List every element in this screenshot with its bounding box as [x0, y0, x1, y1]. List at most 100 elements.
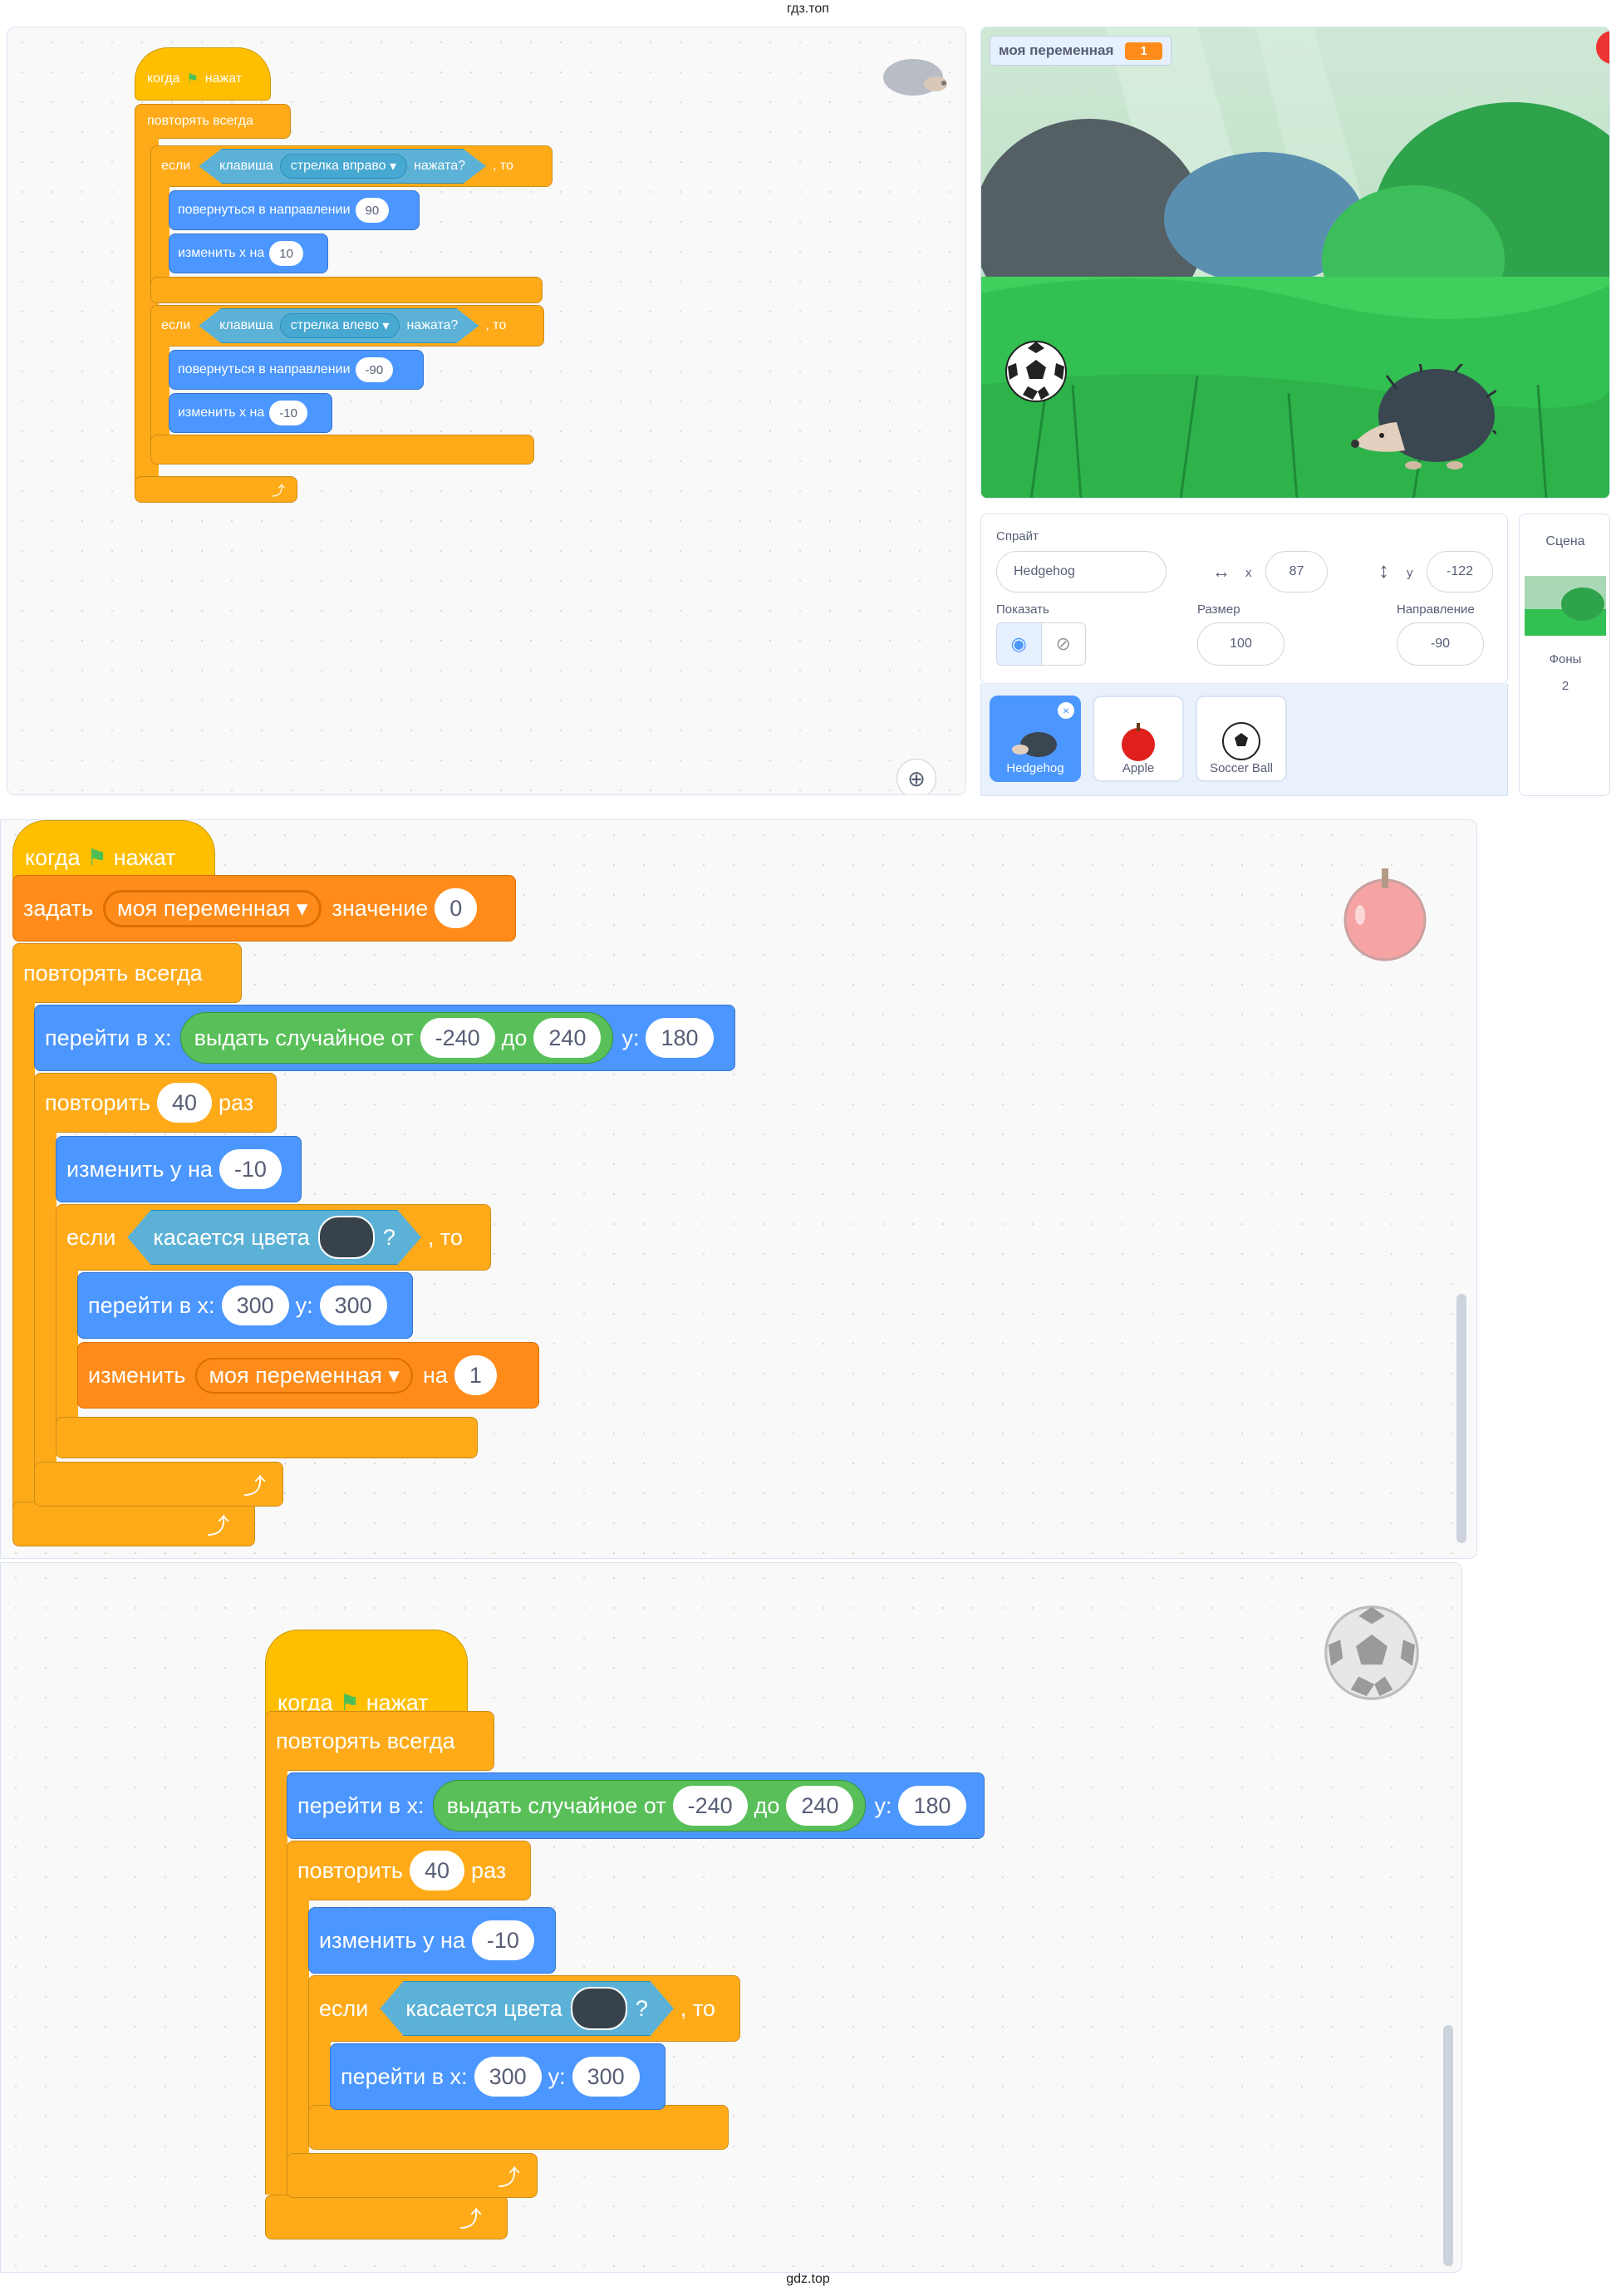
- forever-block[interactable]: повторять всегда: [265, 1711, 494, 1771]
- random-max-input[interactable]: 240: [786, 1786, 854, 1826]
- goto-random-block[interactable]: перейти в x: выдать случайное от -240 до…: [34, 1005, 735, 1071]
- code-area-hedgehog[interactable]: когда ⚑ нажат повторять всегда ⤴ если кл…: [7, 27, 966, 795]
- set-value-input[interactable]: 0: [435, 888, 478, 928]
- x-input[interactable]: 87: [1265, 551, 1328, 592]
- monitor-value: 1: [1125, 42, 1162, 60]
- repeat-count-input[interactable]: 40: [410, 1851, 465, 1890]
- size-input[interactable]: 100: [1197, 622, 1284, 666]
- variable-dropdown[interactable]: моя переменная ▾: [103, 889, 322, 927]
- repeat-label: повторить: [297, 1857, 403, 1883]
- vertical-scrollbar[interactable]: [1456, 1294, 1466, 1543]
- goto-y-input[interactable]: 180: [898, 1786, 966, 1826]
- random-min-input[interactable]: -240: [672, 1786, 748, 1826]
- delete-sprite-icon[interactable]: ×: [1058, 702, 1074, 719]
- green-flag-icon: ⚑: [86, 844, 107, 870]
- sprite-thumb-hedgehog[interactable]: Hedgehog ×: [990, 696, 1081, 782]
- watermark-top: гдз.топ: [787, 2, 829, 16]
- goto-y-input[interactable]: 180: [646, 1018, 714, 1058]
- goto-xy-block[interactable]: перейти в x: 300 y: 300: [330, 2043, 666, 2110]
- goto-y-input[interactable]: 300: [572, 2057, 640, 2097]
- if-block-left[interactable]: если клавиша стрелка влево ▾ нажата? , т…: [150, 305, 544, 347]
- random-min-input[interactable]: -240: [420, 1018, 495, 1058]
- by-label: на: [422, 1362, 448, 1388]
- variable-dropdown[interactable]: моя переменная ▾: [195, 1357, 413, 1394]
- change-y-input[interactable]: -10: [219, 1149, 282, 1189]
- if-touching-block[interactable]: если касается цвета ? , то: [56, 1204, 491, 1271]
- goto-y-label: y:: [548, 2063, 566, 2089]
- set-label: задать: [23, 895, 94, 921]
- forever-block[interactable]: повторять всегда: [12, 943, 242, 1003]
- code-area-apple[interactable]: когда ⚑ нажат задать моя переменная ▾ зн…: [0, 819, 1477, 1559]
- stop-sign-icon[interactable]: [1596, 31, 1609, 64]
- change-x-input[interactable]: -10: [269, 401, 307, 425]
- goto-xy-block[interactable]: перейти в x: 300 y: 300: [77, 1272, 413, 1339]
- point-direction-block-left[interactable]: повернуться в направлении -90: [169, 350, 424, 390]
- scene-panel[interactable]: Сцена Фоны 2: [1519, 514, 1610, 796]
- touching-color-block[interactable]: касается цвета ?: [380, 1981, 674, 2036]
- pick-random-block[interactable]: выдать случайное от -240 до 240: [179, 1012, 614, 1064]
- question-mark: ?: [635, 1995, 648, 2021]
- hide-eye-icon[interactable]: ⊘: [1040, 623, 1086, 665]
- forever-block[interactable]: повторять всегда: [135, 104, 291, 139]
- point-direction-block-right[interactable]: повернуться в направлении 90: [169, 190, 420, 230]
- when-label: когда: [25, 844, 81, 870]
- code-area-soccer-ball[interactable]: когда ⚑ нажат повторять всегда ⤴ перейти…: [0, 1562, 1462, 2273]
- goto-random-block[interactable]: перейти в x: выдать случайное от -240 до…: [287, 1772, 985, 1839]
- repeat-arm: [287, 1895, 309, 2170]
- if-block-right[interactable]: если клавиша стрелка вправо ▾ нажата? , …: [150, 145, 553, 187]
- green-flag-icon: ⚑: [339, 1689, 360, 1715]
- change-variable-block[interactable]: изменить моя переменная ▾ на 1: [77, 1342, 539, 1409]
- change-y-label: изменить у на: [319, 1927, 465, 1953]
- sprite-thumb-soccer-ball[interactable]: Soccer Ball: [1196, 696, 1287, 782]
- if-touching-block[interactable]: если касается цвета ? , то: [308, 1975, 740, 2042]
- soccer-ball-sprite-ghost-icon: [1324, 1605, 1419, 1700]
- direction-input[interactable]: 90: [355, 198, 390, 223]
- repeat-count-input[interactable]: 40: [157, 1083, 213, 1123]
- change-x-block-left[interactable]: изменить х на -10: [169, 393, 332, 433]
- when-flag-clicked-block[interactable]: когда ⚑ нажат: [12, 820, 215, 883]
- y-input[interactable]: -122: [1427, 551, 1493, 592]
- direction-input[interactable]: -90: [355, 357, 394, 382]
- hedgehog-sprite-icon[interactable]: [1347, 364, 1496, 472]
- show-eye-icon[interactable]: ◉: [997, 623, 1041, 665]
- when-flag-clicked-block[interactable]: когда ⚑ нажат: [135, 47, 271, 101]
- key-value: стрелка вправо: [290, 159, 386, 173]
- zoom-in-button[interactable]: ⊕: [896, 759, 936, 794]
- color-swatch[interactable]: [570, 1987, 627, 2030]
- key-dropdown-right[interactable]: стрелка вправо ▾: [279, 154, 408, 179]
- if-arm: [56, 1266, 78, 1432]
- key-pressed-block-left[interactable]: клавиша стрелка влево ▾ нажата?: [199, 308, 479, 343]
- key-dropdown-left[interactable]: стрелка влево ▾: [279, 313, 400, 338]
- change-by-input[interactable]: 1: [454, 1355, 497, 1395]
- goto-y-input[interactable]: 300: [319, 1286, 387, 1325]
- variable-monitor[interactable]: моя переменная 1: [990, 36, 1171, 66]
- stage[interactable]: моя переменная 1: [980, 27, 1610, 499]
- hedgehog-thumb-icon: [1012, 732, 1057, 757]
- sprite-thumb-apple[interactable]: Apple: [1093, 696, 1184, 782]
- change-y-block[interactable]: изменить у на -10: [56, 1136, 302, 1202]
- repeat-block[interactable]: повторить 40 раз: [34, 1073, 277, 1133]
- vertical-scrollbar[interactable]: [1443, 2025, 1453, 2266]
- change-x-label: изменить х на: [178, 246, 265, 260]
- change-y-input[interactable]: -10: [471, 1920, 534, 1960]
- watermark-bottom: gdz.top: [786, 2272, 830, 2286]
- goto-x-label: перейти в x:: [297, 1792, 425, 1818]
- sprite-name-input[interactable]: Hedgehog: [996, 551, 1167, 592]
- goto-x-input[interactable]: 300: [221, 1286, 289, 1325]
- change-x-block-right[interactable]: изменить х на 10: [169, 234, 328, 273]
- set-variable-block[interactable]: задать моя переменная ▾ значение 0: [12, 875, 516, 942]
- goto-x-input[interactable]: 300: [474, 2057, 542, 2097]
- pick-random-block[interactable]: выдать случайное от -240 до 240: [432, 1780, 867, 1831]
- soccer-ball-sprite-icon[interactable]: [1004, 340, 1068, 403]
- direction-input[interactable]: -90: [1397, 622, 1484, 666]
- color-swatch[interactable]: [317, 1216, 375, 1259]
- times-label: раз: [471, 1857, 507, 1883]
- sprite-name: Apple: [1122, 761, 1155, 775]
- change-y-block[interactable]: изменить у на -10: [308, 1907, 556, 1974]
- random-max-input[interactable]: 240: [533, 1018, 602, 1058]
- key-pressed-block-right[interactable]: клавиша стрелка вправо ▾ нажата?: [199, 149, 486, 184]
- random-from-label: выдать случайное от: [194, 1025, 414, 1050]
- repeat-block[interactable]: повторить 40 раз: [287, 1841, 531, 1900]
- touching-color-block[interactable]: касается цвета ?: [127, 1210, 421, 1265]
- change-x-input[interactable]: 10: [269, 241, 303, 266]
